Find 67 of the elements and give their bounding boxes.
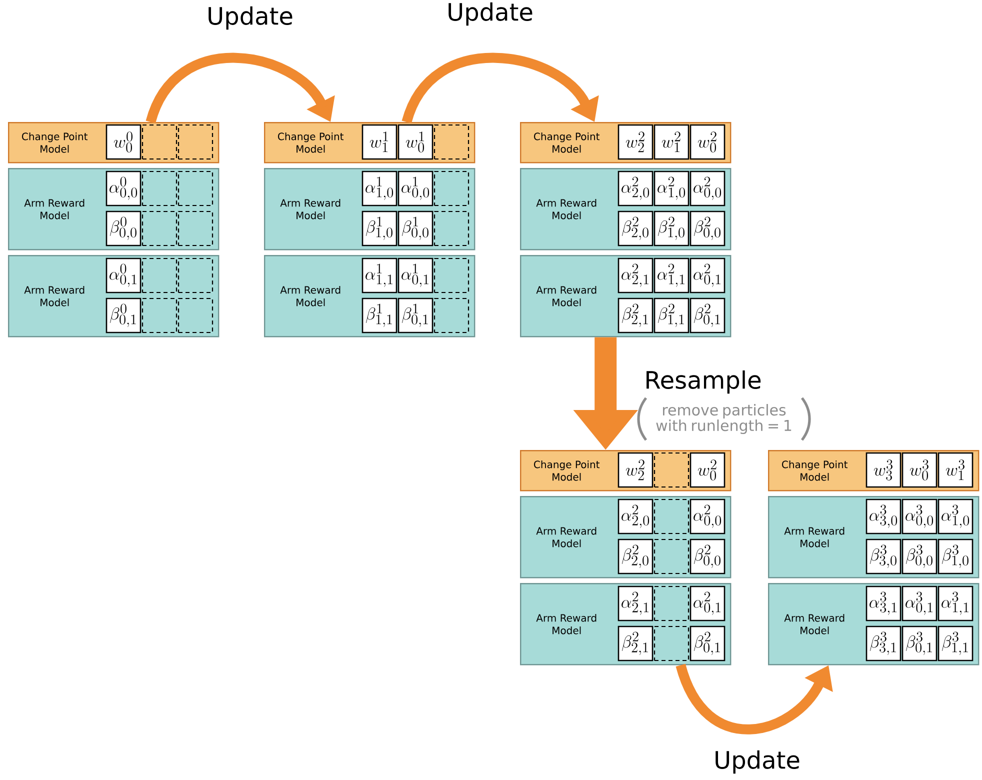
parameter-cell: $w^{3}_{1}$: [938, 452, 974, 488]
parameter-cell: $\alpha^{2}_{2,1}$: [618, 258, 654, 294]
parameter-cell: $\beta^{1}_{0,1}$: [398, 298, 434, 334]
parameter-cell: $w^{3}_{3}$: [866, 452, 902, 488]
parameter-cell: $\beta^{3}_{1,0}$: [938, 538, 974, 574]
parameter-cell: $\beta^{3}_{0,0}$: [902, 538, 938, 574]
parameter-cell: $w^{0}_{0}$: [106, 124, 142, 160]
parameter-cell: $w^{1}_{1}$: [362, 124, 398, 160]
parameter-cell: $\alpha^{2}_{0,1}$: [690, 258, 726, 294]
parameter-cell: $\alpha^{3}_{3,0}$: [866, 498, 902, 534]
parameter-cell: $\alpha^{2}_{0,0}$: [690, 498, 726, 534]
parameter-cell: $\beta^{0}_{0,0}$: [106, 210, 142, 246]
parameter-cell: $\alpha^{2}_{1,1}$: [654, 258, 690, 294]
parameter-cell: $\beta^{3}_{3,1}$: [866, 626, 902, 662]
parameter-cell: $w^{3}_{0}$: [902, 452, 938, 488]
curved-arrow: [402, 52, 599, 124]
empty-cell: [178, 258, 214, 294]
parameter-cell: $w^{2}_{2}$: [618, 452, 654, 488]
parameter-cell: $w^{2}_{1}$: [654, 124, 690, 160]
edge-label: Update: [712, 749, 802, 775]
parameter-cell: $\alpha^{2}_{0,0}$: [690, 170, 726, 206]
parameter-cell: $\alpha^{3}_{1,1}$: [938, 586, 974, 622]
parameter-cell: $\beta^{2}_{0,1}$: [690, 626, 726, 662]
empty-cell: [178, 298, 214, 334]
edge-label: Resample: [643, 369, 763, 395]
parameter-cell: $\alpha^{2}_{2,0}$: [618, 170, 654, 206]
parameter-cell: $w^{1}_{0}$: [398, 124, 434, 160]
parameter-cell: $\alpha^{1}_{1,0}$: [362, 170, 398, 206]
parameter-cell: $w^{2}_{0}$: [690, 452, 726, 488]
parameter-cell: $\beta^{2}_{0,0}$: [690, 538, 726, 574]
parameter-cell: $\beta^{1}_{1,0}$: [362, 210, 398, 246]
parameter-cell: $\alpha^{3}_{3,1}$: [866, 586, 902, 622]
parameter-cell: $\beta^{1}_{1,1}$: [362, 298, 398, 334]
note-text: remove particles with runlength = 1: [656, 404, 792, 434]
parameter-cell: $\alpha^{1}_{0,1}$: [398, 258, 434, 294]
parameter-cell: $\beta^{0}_{0,1}$: [106, 298, 142, 334]
parameter-cell: $\alpha^{2}_{0,1}$: [690, 586, 726, 622]
parameter-cell: $\beta^{2}_{0,1}$: [690, 298, 726, 334]
parameter-cell: $\alpha^{3}_{0,1}$: [902, 586, 938, 622]
parameter-cell: $\alpha^{3}_{0,0}$: [902, 498, 938, 534]
parameter-cell: $\beta^{3}_{0,1}$: [902, 626, 938, 662]
parameter-cell: $\alpha^{2}_{2,0}$: [618, 498, 654, 534]
parameter-cell: $\beta^{2}_{1,1}$: [654, 298, 690, 334]
parameter-cell: $\alpha^{2}_{1,0}$: [654, 170, 690, 206]
parameter-cell: $\beta^{2}_{2,1}$: [618, 626, 654, 662]
parameter-cell: $\beta^{3}_{3,0}$: [866, 538, 902, 574]
parameter-cell: $\beta^{2}_{2,1}$: [618, 298, 654, 334]
parameter-cell: $\alpha^{0}_{0,1}$: [106, 258, 142, 294]
parameter-cell: $\alpha^{1}_{0,0}$: [398, 170, 434, 206]
edge-label: Update: [206, 5, 294, 31]
empty-cell: [178, 210, 214, 246]
parameter-cell: $\alpha^{0}_{0,0}$: [106, 170, 142, 206]
parameter-cell: $\beta^{2}_{2,0}$: [618, 210, 654, 246]
parameter-cell: $\beta^{3}_{1,1}$: [938, 626, 974, 662]
parameter-cell: $\beta^{2}_{1,0}$: [654, 210, 690, 246]
parameter-cell: $\beta^{2}_{2,0}$: [618, 538, 654, 574]
empty-cell: [178, 170, 214, 206]
parameter-cell: $w^{2}_{0}$: [690, 124, 726, 160]
parameter-cell: $\beta^{2}_{0,0}$: [690, 210, 726, 246]
parameter-cell: $\alpha^{3}_{1,0}$: [938, 498, 974, 534]
parameter-cell: $\alpha^{2}_{2,1}$: [618, 586, 654, 622]
curved-arrow: [146, 52, 335, 124]
parameter-cell: $\beta^{1}_{0,0}$: [398, 210, 434, 246]
parameter-cell: $\alpha^{1}_{1,1}$: [362, 258, 398, 294]
empty-cell: [178, 124, 214, 160]
edge-label: Update: [446, 1, 534, 27]
parameter-cell: $w^{2}_{2}$: [618, 124, 654, 160]
